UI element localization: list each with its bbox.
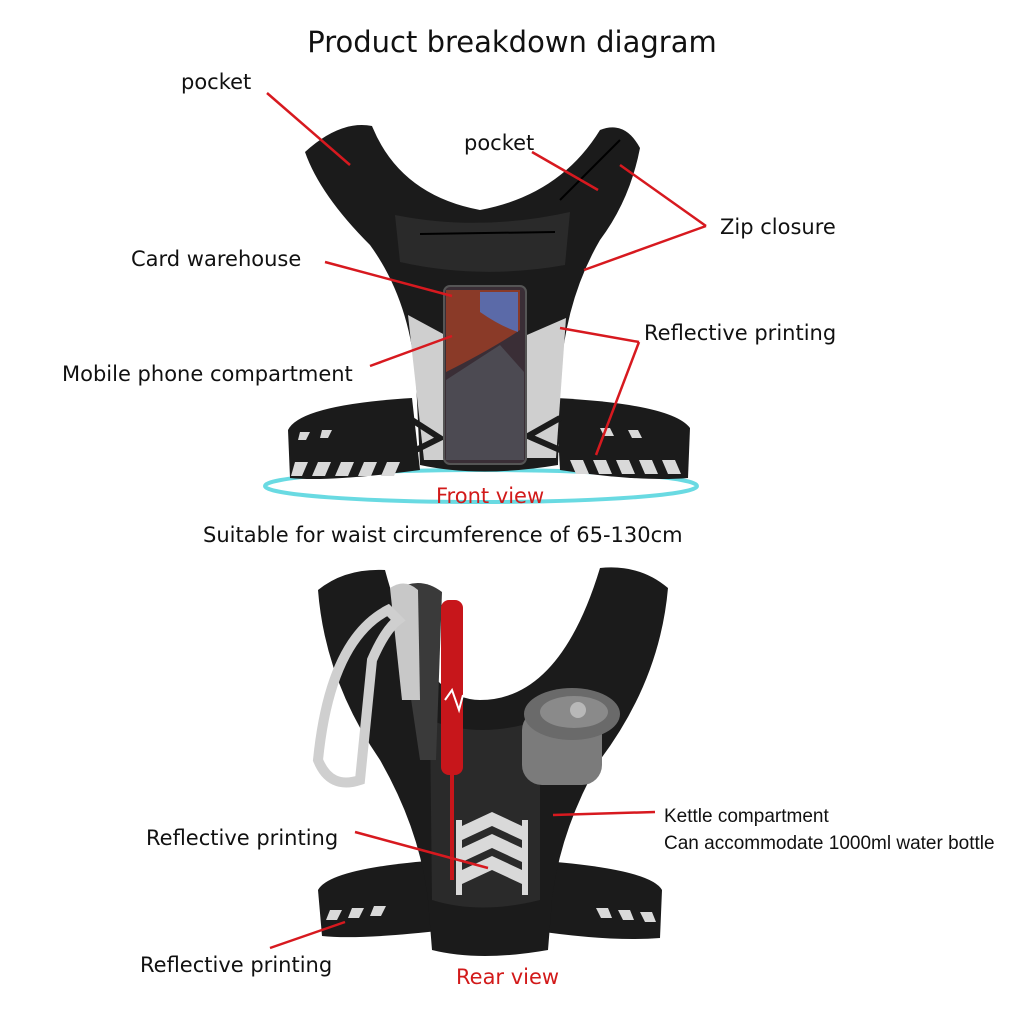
label-reflective-printing-rear-top: Reflective printing — [146, 826, 339, 850]
label-zip-closure: Zip closure — [720, 215, 836, 239]
rear-reflective-chevron — [456, 812, 528, 895]
kettle-line-1: Kettle compartment — [664, 806, 829, 827]
front-vest — [263, 125, 699, 504]
rear-view-label: Rear view — [456, 965, 560, 989]
waist-note: Suitable for waist circumference of 65-1… — [203, 523, 683, 547]
front-leader-lines — [266, 92, 707, 456]
front-waist-belt — [288, 398, 420, 479]
rear-belt-reflective — [326, 906, 656, 922]
label-reflective-printing-rear-bottom: Reflective printing — [140, 953, 333, 977]
label-pocket-left: pocket — [181, 70, 252, 94]
label-card-warehouse: Card warehouse — [131, 247, 302, 271]
diagram-title: Product breakdown diagram — [307, 25, 717, 59]
rear-vest — [312, 567, 668, 956]
front-reflective-panel-left — [408, 315, 445, 460]
label-pocket-right: pocket — [464, 131, 535, 155]
water-bottle — [522, 688, 620, 785]
label-mobile-phone-compartment: Mobile phone compartment — [62, 362, 353, 386]
front-view-label: Front view — [436, 484, 545, 508]
label-reflective-printing-front: Reflective printing — [644, 321, 837, 345]
kettle-line-2: Can accommodate 1000ml water bottle — [664, 832, 995, 854]
red-pole — [441, 600, 463, 775]
front-belt-reflective — [291, 428, 681, 476]
label-kettle-compartment: Kettle compartment Can accommodate 1000m… — [664, 804, 995, 857]
rear-leader-lines — [269, 810, 656, 950]
